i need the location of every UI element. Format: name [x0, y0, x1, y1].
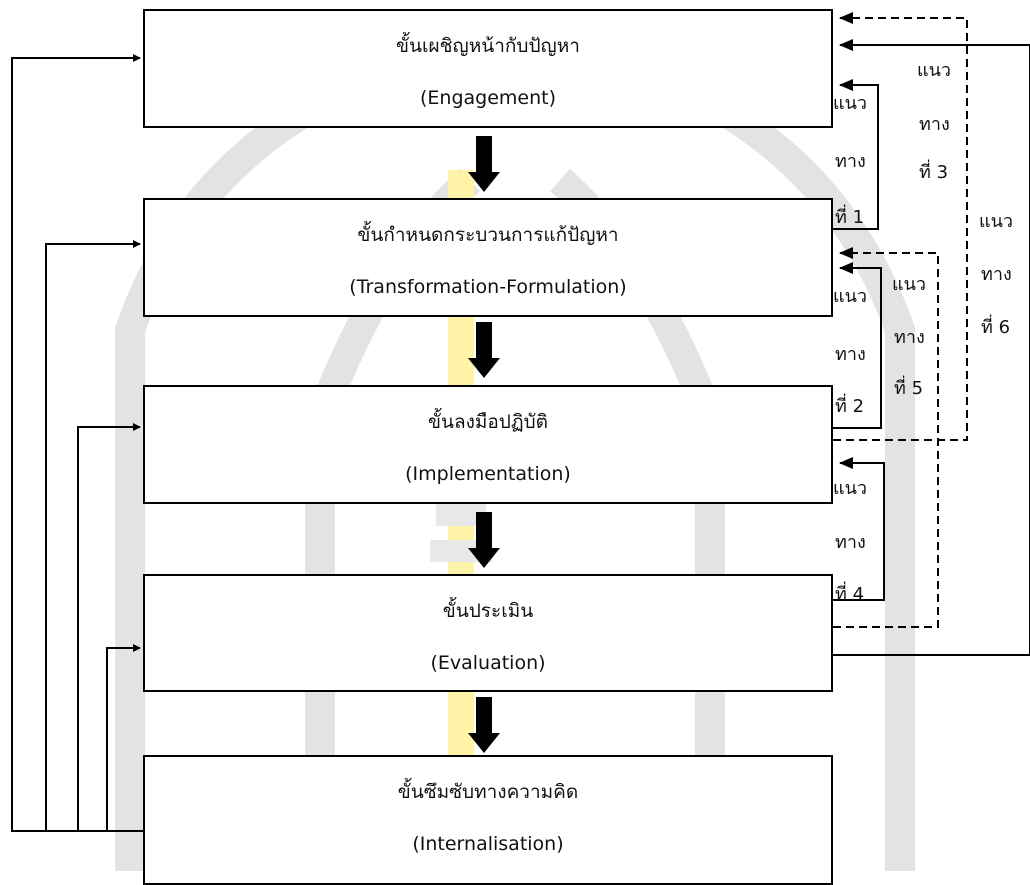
- stage-engagement-english: (Engagement): [145, 87, 831, 109]
- path-3-label: แนว ทาง ที่ 3: [917, 60, 951, 183]
- flow-arrow-2: [468, 322, 500, 378]
- svg-text:ทาง: ทาง: [981, 264, 1012, 285]
- stage-internalisation-box: ขั้นซึมซับทางความคิด (Internalisation): [143, 755, 833, 885]
- flow-arrow-3: [468, 512, 500, 568]
- path-4-label: แนว ทาง ที่ 4: [833, 478, 867, 605]
- svg-text:ที่ 5: ที่ 5: [894, 375, 923, 399]
- loop-to-implementation: [78, 427, 143, 831]
- svg-text:แนว: แนว: [833, 93, 867, 114]
- svg-text:ทาง: ทาง: [919, 114, 950, 135]
- svg-text:ที่ 1: ที่ 1: [835, 204, 864, 228]
- svg-text:แนว: แนว: [833, 286, 867, 307]
- svg-text:ที่ 3: ที่ 3: [919, 159, 948, 183]
- svg-text:แนว: แนว: [833, 478, 867, 499]
- svg-text:แนว: แนว: [917, 60, 951, 81]
- stage-internalisation-english: (Internalisation): [145, 833, 831, 855]
- svg-text:ที่ 2: ที่ 2: [835, 393, 864, 417]
- path-1-label: แนว ทาง ที่ 1: [833, 93, 867, 228]
- stage-evaluation-english: (Evaluation): [145, 652, 831, 674]
- svg-text:แนว: แนว: [892, 274, 926, 295]
- stage-implementation-box: ขั้นลงมือปฏิบัติ (Implementation): [143, 385, 833, 504]
- path-5-label: แนว ทาง ที่ 5: [892, 274, 926, 399]
- stage-implementation-english: (Implementation): [145, 463, 831, 485]
- stage-internalisation-thai: ขั้นซึมซับทางความคิด: [145, 777, 831, 807]
- loop-to-evaluation: [107, 648, 143, 831]
- stage-evaluation-thai: ขั้นประเมิน: [145, 596, 831, 626]
- svg-text:ที่ 6: ที่ 6: [981, 314, 1010, 338]
- path-6-label: แนว ทาง ที่ 6: [979, 211, 1013, 338]
- svg-text:ทาง: ทาง: [894, 327, 925, 348]
- stage-engagement-box: ขั้นเผชิญหน้ากับปัญหา (Engagement): [143, 9, 833, 128]
- left-feedback-loops: [12, 58, 143, 831]
- svg-text:ทาง: ทาง: [835, 532, 866, 553]
- stage-transformation-box: ขั้นกำหนดกระบวนการแก้ปัญหา (Transformati…: [143, 198, 833, 317]
- svg-text:ที่ 4: ที่ 4: [835, 581, 864, 605]
- stage-evaluation-box: ขั้นประเมิน (Evaluation): [143, 574, 833, 692]
- path-labels: แนว ทาง ที่ 1 แนว ทาง ที่ 2 แนว ทาง ที่ …: [833, 60, 1013, 605]
- svg-text:ทาง: ทาง: [835, 344, 866, 365]
- flow-arrow-1: [468, 136, 500, 192]
- svg-text:ทาง: ทาง: [835, 151, 866, 172]
- stage-implementation-thai: ขั้นลงมือปฏิบัติ: [145, 407, 831, 437]
- stage-transformation-thai: ขั้นกำหนดกระบวนการแก้ปัญหา: [145, 220, 831, 250]
- stage-engagement-thai: ขั้นเผชิญหน้ากับปัญหา: [145, 31, 831, 61]
- stage-transformation-english: (Transformation-Formulation): [145, 276, 831, 298]
- flow-arrow-4: [468, 697, 500, 753]
- svg-text:แนว: แนว: [979, 211, 1013, 232]
- loop-to-transformation: [46, 244, 143, 831]
- path-2-label: แนว ทาง ที่ 2: [833, 286, 867, 417]
